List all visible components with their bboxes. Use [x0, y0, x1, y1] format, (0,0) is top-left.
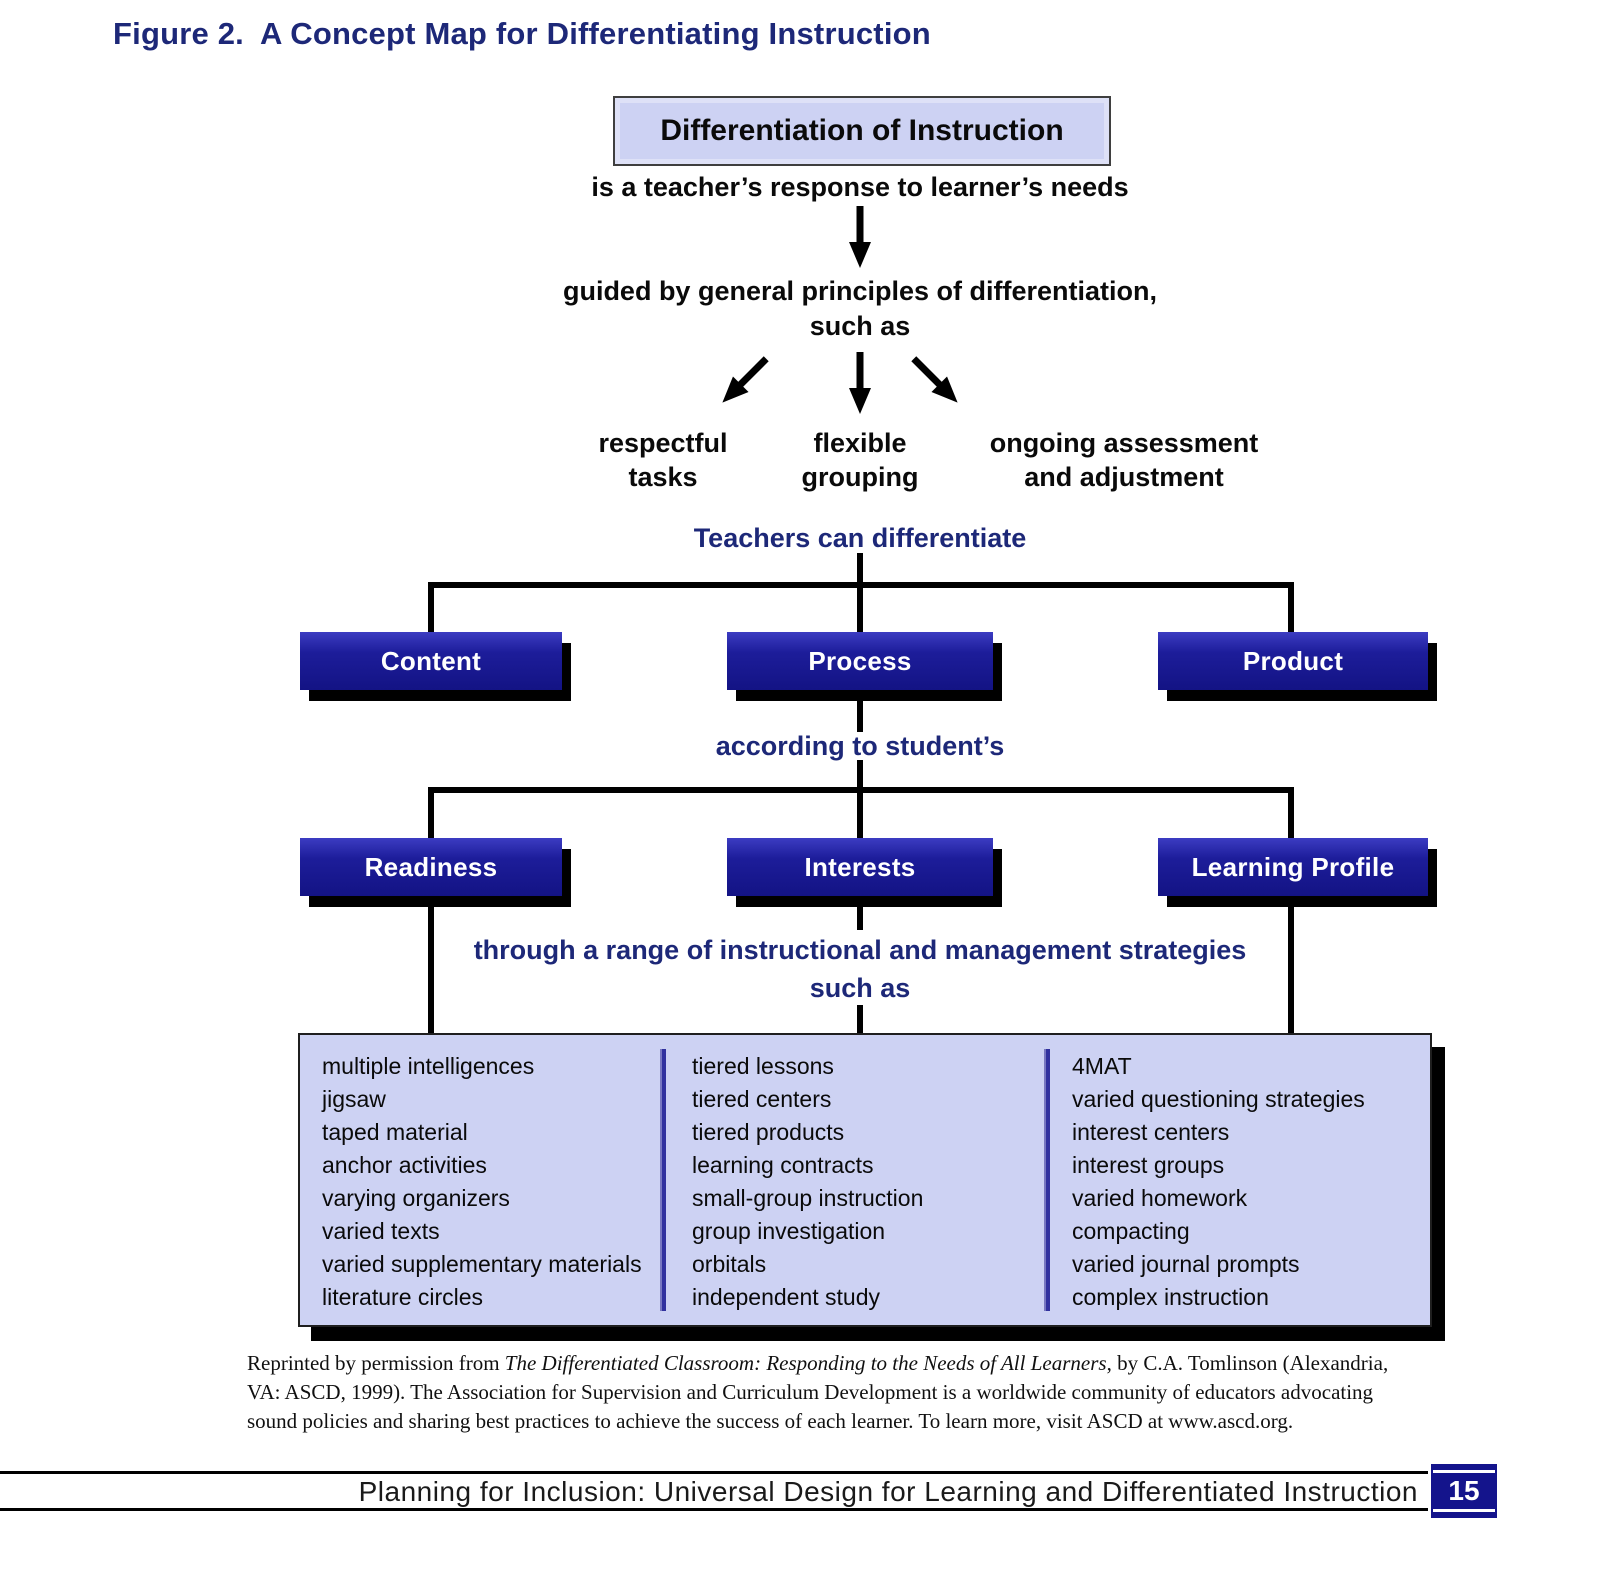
node-label: Learning Profile	[1191, 851, 1395, 882]
strategy-item: tiered centers	[692, 1086, 832, 1112]
book-title: The Differentiated Classroom: Responding…	[504, 1351, 1107, 1375]
node-learning-profile: Learning Profile	[1158, 838, 1428, 896]
heading-strategies-line2: such as	[809, 973, 911, 1003]
root-node-box: Differentiation of Instruction	[613, 96, 1111, 166]
strategy-column-2: tiered lessons tiered centers tiered pro…	[692, 1050, 923, 1314]
page-number-badge: 15	[1431, 1464, 1497, 1518]
principle-line: ongoing assessment	[989, 428, 1259, 458]
statement-guided-by: guided by general principles of differen…	[410, 274, 1310, 344]
strategies-box: multiple intelligences jigsaw taped mate…	[298, 1033, 1432, 1327]
down-left-arrow-icon	[713, 348, 777, 412]
node-label: Product	[1242, 645, 1344, 676]
strategy-column-1: multiple intelligences jigsaw taped mate…	[322, 1050, 642, 1314]
connector-line	[1288, 582, 1294, 632]
strategy-item: literature circles	[322, 1284, 484, 1310]
figure-name: A Concept Map for Differentiating Instru…	[260, 16, 931, 51]
strategy-item: varied journal prompts	[1072, 1251, 1300, 1277]
heading-teachers-can-differentiate: Teachers can differentiate	[693, 523, 1027, 553]
strategy-item: learning contracts	[692, 1152, 874, 1178]
principle-respectful-tasks: respectful tasks	[513, 426, 813, 494]
strategy-item: complex instruction	[1072, 1284, 1269, 1310]
node-interests: Interests	[727, 838, 993, 896]
statement-guided-line2: such as	[809, 311, 911, 341]
attribution-segment: , by C.A. Tomlinson (Alexandria,	[1106, 1351, 1389, 1375]
principle-flexible-grouping: flexible grouping	[710, 426, 1010, 494]
connector-line	[428, 896, 434, 1035]
strategy-item: anchor activities	[322, 1152, 487, 1178]
statement-teacher-response: is a teacher’s response to learner’s nee…	[591, 172, 1129, 202]
attribution-segment: Reprinted by permission from	[247, 1351, 505, 1375]
connector-line	[857, 1005, 863, 1035]
strategy-item: group investigation	[692, 1218, 886, 1244]
connector-line	[1288, 787, 1294, 838]
strategy-item: compacting	[1072, 1218, 1190, 1244]
node-label: Interests	[804, 851, 916, 882]
heading-according-to-students: according to student’s	[715, 731, 1005, 761]
strategy-item: jigsaw	[322, 1086, 386, 1112]
connector-line	[857, 896, 863, 930]
strategy-item: varied supplementary materials	[322, 1251, 642, 1277]
attribution-line2: VA: ASCD, 1999). The Association for Sup…	[247, 1380, 1374, 1404]
node-process: Process	[727, 632, 993, 690]
figure-caption: Figure 2. A Concept Map for Differentiati…	[113, 16, 931, 52]
strategy-item: multiple intelligences	[322, 1053, 535, 1079]
attribution-line3: sound policies and sharing best practice…	[247, 1409, 1294, 1433]
strategy-item: taped material	[322, 1119, 468, 1145]
strategy-item: varied questioning strategies	[1072, 1086, 1365, 1112]
principle-ongoing-assessment: ongoing assessment and adjustment	[924, 426, 1324, 494]
node-readiness: Readiness	[300, 838, 562, 896]
principle-line: grouping	[801, 462, 919, 492]
principle-line: tasks	[628, 462, 698, 492]
connector-line	[857, 760, 863, 838]
down-arrow-icon	[847, 204, 873, 268]
attribution-line1: Reprinted by permission from The Differe…	[247, 1349, 1388, 1378]
strategy-item: tiered products	[692, 1119, 845, 1145]
strategy-item: interest groups	[1072, 1152, 1225, 1178]
root-node-label: Differentiation of Instruction	[660, 114, 1064, 147]
connector-line	[428, 787, 434, 838]
footer-rule-top	[0, 1471, 1428, 1474]
node-content: Content	[300, 632, 562, 690]
statement-guided-line1: guided by general principles of differen…	[562, 276, 1158, 306]
footer-title: Planning for Inclusion: Universal Design…	[358, 1476, 1418, 1507]
connector-line	[857, 690, 863, 732]
principle-line: flexible	[813, 428, 907, 458]
attribution-text: Reprinted by permission from The Differe…	[247, 1349, 1388, 1436]
badge-rule	[1433, 1509, 1495, 1512]
connector-line	[428, 582, 1294, 588]
strategy-item: independent study	[692, 1284, 880, 1310]
principle-line: and adjustment	[1024, 462, 1224, 492]
strategy-item: orbitals	[692, 1251, 767, 1277]
heading-strategies-line1: through a range of instructional and man…	[473, 935, 1247, 965]
strategy-item: varied homework	[1072, 1185, 1248, 1211]
node-product: Product	[1158, 632, 1428, 690]
column-divider	[660, 1049, 666, 1311]
strategy-item: small-group instruction	[692, 1185, 924, 1211]
connector-line	[857, 553, 863, 632]
strategy-item: interest centers	[1072, 1119, 1230, 1145]
connector-line	[1288, 896, 1294, 1035]
page-number: 15	[1448, 1475, 1480, 1506]
node-label: Process	[808, 645, 912, 676]
strategy-item: 4MAT	[1072, 1053, 1132, 1079]
figure-label: Figure 2.	[113, 16, 244, 51]
down-right-arrow-icon	[903, 348, 967, 412]
node-label: Content	[380, 645, 482, 676]
node-label: Readiness	[364, 851, 498, 882]
down-arrow-icon	[847, 350, 873, 414]
footer-rule-bottom	[0, 1508, 1428, 1511]
principle-line: respectful	[598, 428, 728, 458]
connector-line	[428, 582, 434, 632]
connector-line	[428, 787, 1294, 793]
strategy-item: varying organizers	[322, 1185, 510, 1211]
badge-rule	[1433, 1470, 1495, 1473]
column-divider	[1044, 1049, 1050, 1311]
strategy-item: varied texts	[322, 1218, 440, 1244]
strategy-item: tiered lessons	[692, 1053, 834, 1079]
strategy-column-3: 4MAT varied questioning strategies inter…	[1072, 1050, 1365, 1314]
